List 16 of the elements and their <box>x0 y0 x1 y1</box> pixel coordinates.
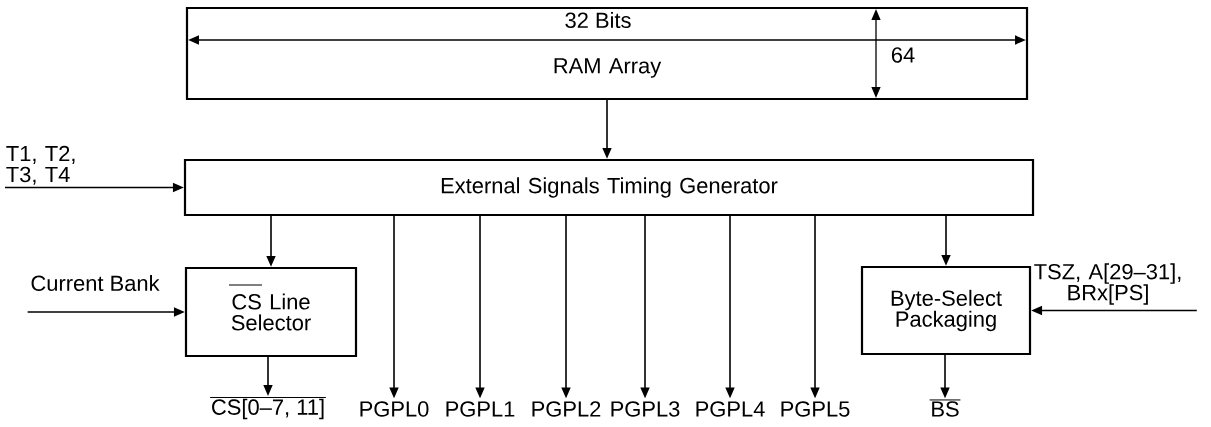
dimension-label: 64 <box>889 46 917 64</box>
signal-label: PGPL4 <box>696 401 765 417</box>
signal-label: CS[0–7, 11] <box>209 397 327 420</box>
signal-label: Current Bank <box>31 274 160 292</box>
signal-label: PGPL2 <box>532 401 601 417</box>
signal-label: T1, T2, T3, T4 <box>6 145 75 185</box>
process-box: Byte-Select Packaging <box>860 265 1032 356</box>
signal-label: PGPL0 <box>360 401 429 417</box>
process-box: CS Line Selector <box>184 266 358 358</box>
signal-label: PGPL3 <box>611 401 680 417</box>
dimension-label: 32 Bits <box>563 10 633 30</box>
signal-label: TSZ, A[29–31], BRx[PS] <box>1034 263 1181 305</box>
signal-label: PGPL5 <box>781 401 850 417</box>
signal-label: BS <box>929 399 961 417</box>
process-box: External Signals Timing Generator <box>183 158 1035 217</box>
signal-label: PGPL1 <box>446 401 515 417</box>
